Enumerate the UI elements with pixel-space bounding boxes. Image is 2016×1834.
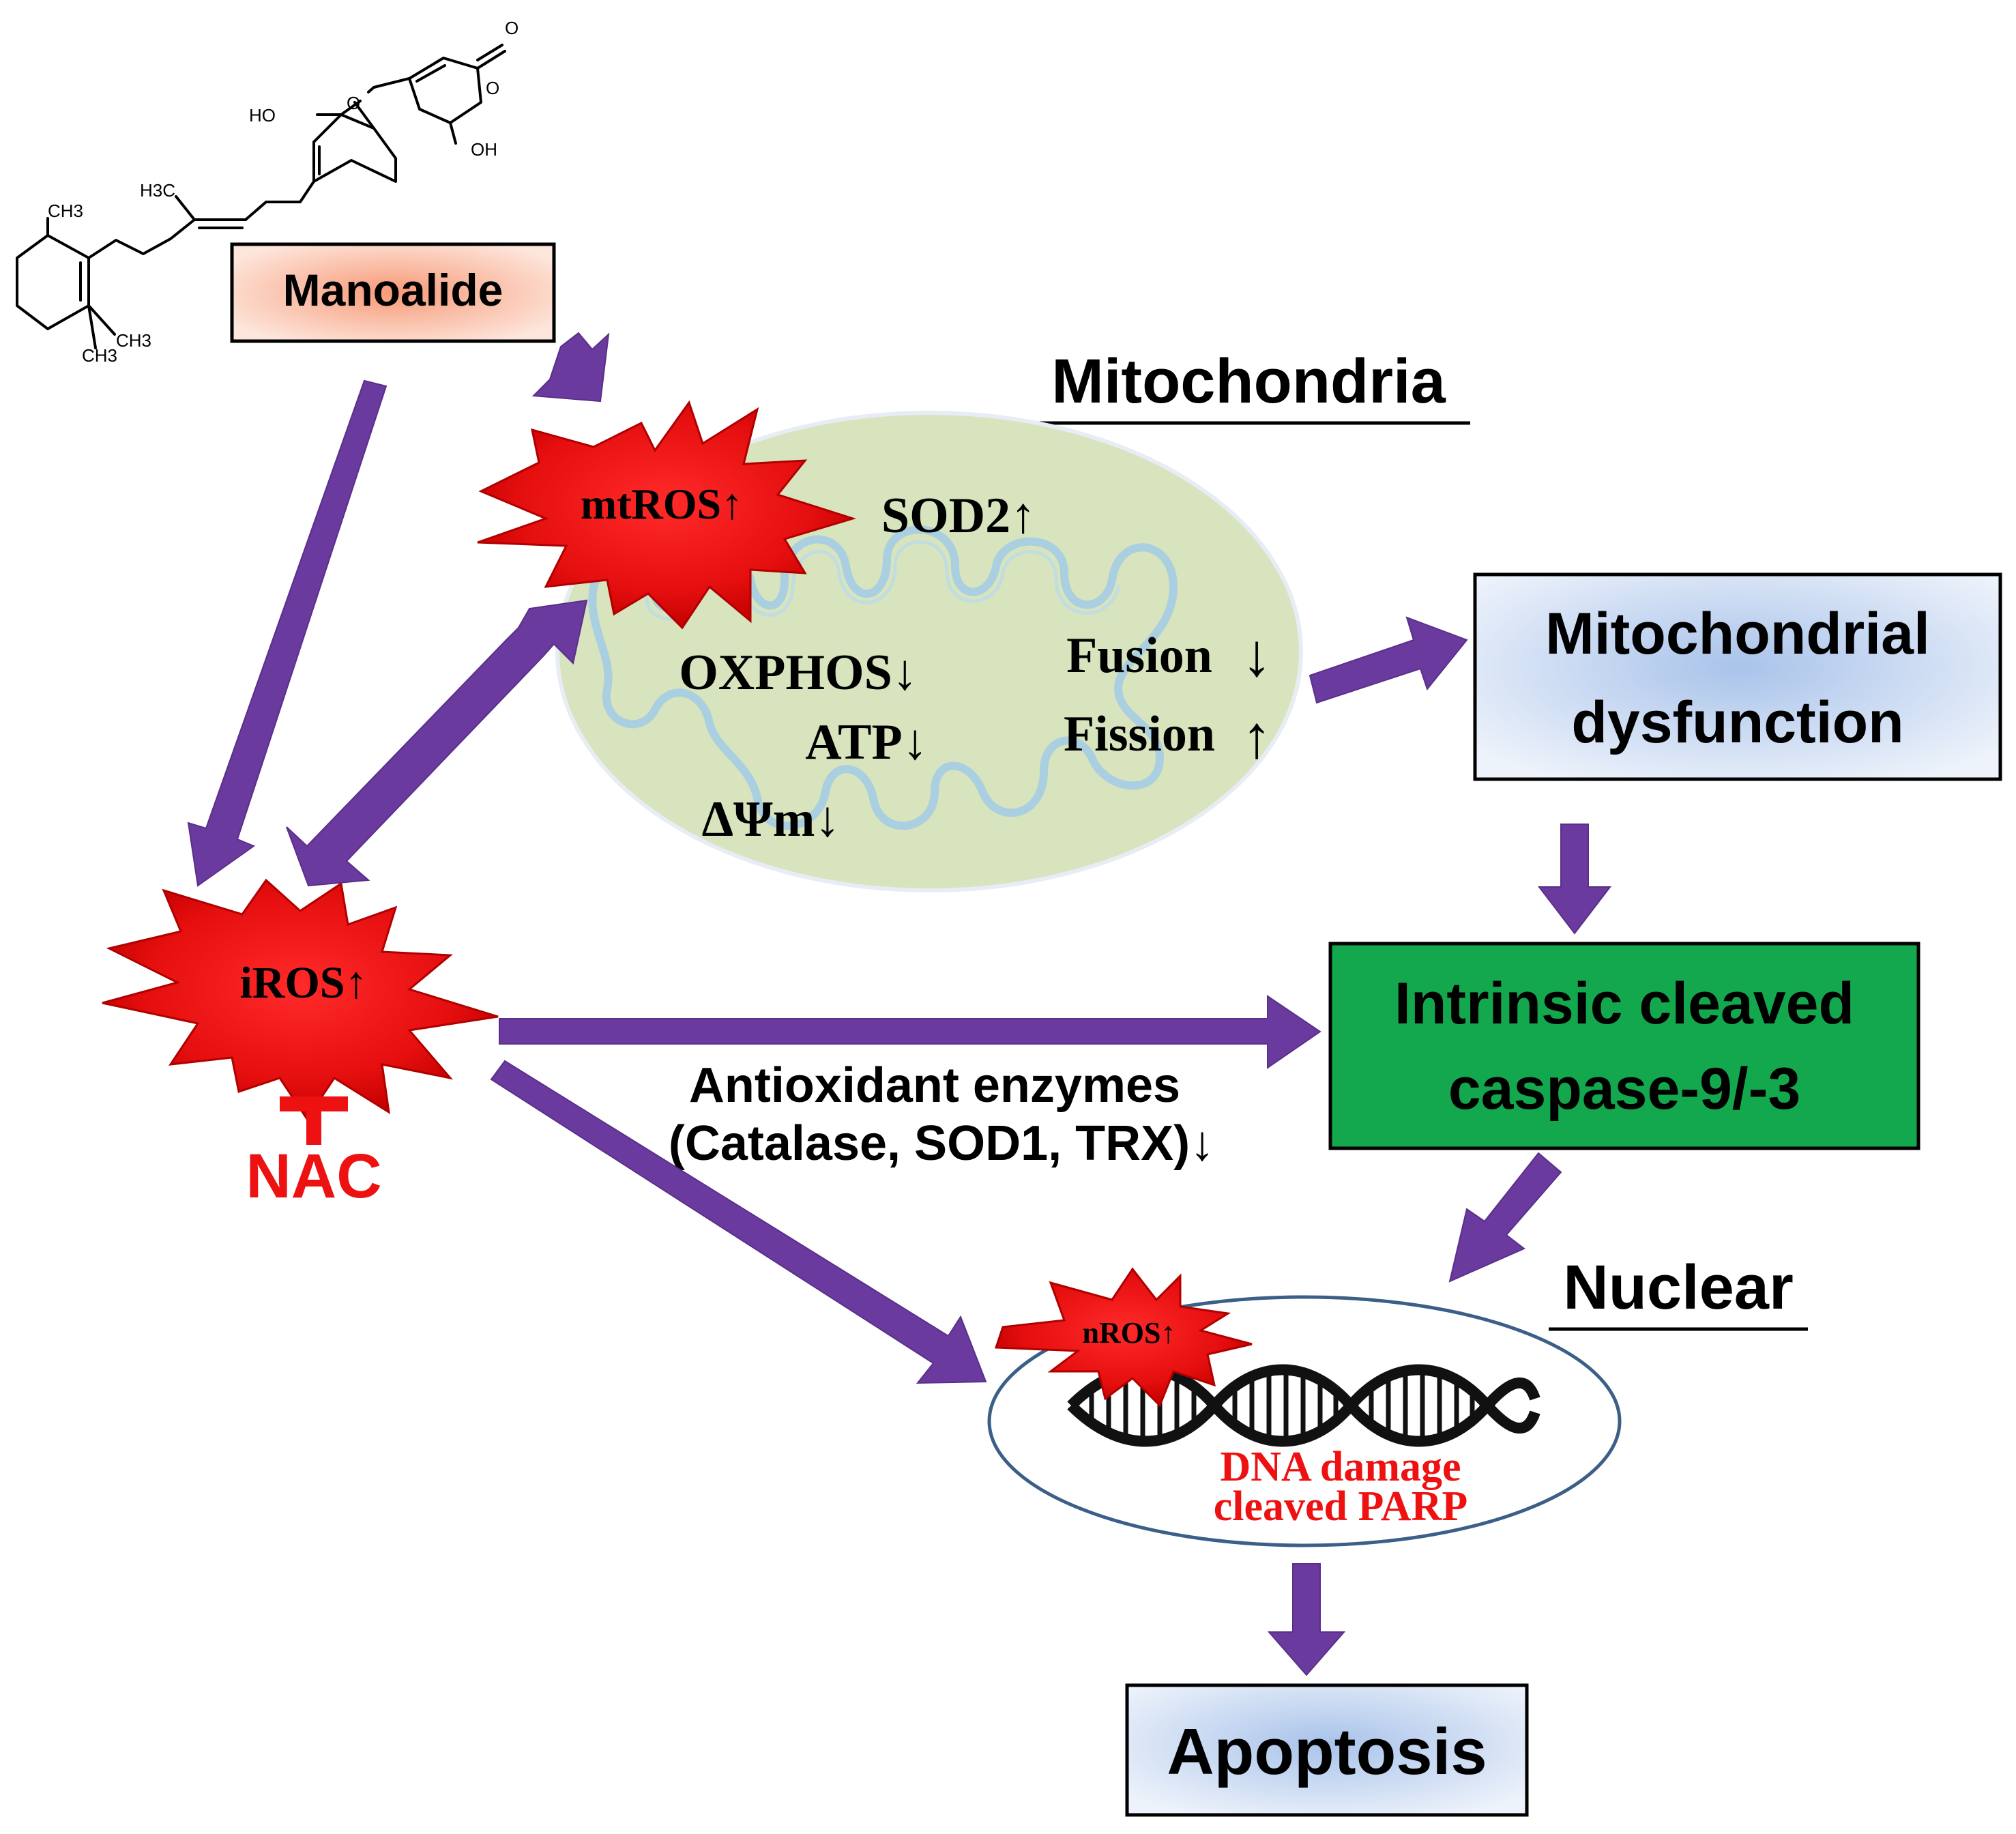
apoptosis-box (1125, 1683, 1529, 1817)
mito-dysfunction-line1: Mitochondrial (1545, 601, 1930, 667)
sod2-label: SOD2↑ (881, 488, 1036, 544)
nros-burst (994, 1267, 1253, 1408)
manoalide-box (230, 242, 556, 343)
manoalide-label: Manoalide (283, 265, 503, 315)
methyl-gem-right-label: CH3 (116, 330, 151, 351)
fusion-label: Fusion (1066, 628, 1212, 684)
nac-label: NAC (246, 1141, 381, 1211)
arrow-dysfunction-to-caspase (1537, 824, 1612, 935)
mito-dysfunction-line2: dysfunction (1571, 690, 1903, 755)
fusion-down-arrow: ↓ (1242, 623, 1272, 689)
oxphos-label: OXPHOS↓ (679, 645, 917, 701)
arrow-iros-to-caspase (499, 995, 1321, 1069)
antioxidant-line1: Antioxidant enzymes (689, 1058, 1180, 1113)
mtros-label: mtROS↑ (581, 480, 743, 528)
cleaved-parp-label: cleaved PARP (1214, 1483, 1467, 1530)
mtros-burst (477, 400, 857, 630)
fission-up-arrow: ↑ (1242, 705, 1272, 771)
dna-damage-label: DNA damage (1220, 1444, 1461, 1490)
iros-burst (102, 878, 499, 1121)
methyl-top-label: CH3 (48, 201, 83, 221)
arrows (187, 332, 1612, 1676)
arrow-mito-to-dysfunction (1309, 616, 1468, 704)
fission-label: Fission (1064, 706, 1215, 762)
arrow-manoalide-to-mito (531, 332, 610, 403)
methyl-gem-down-label: CH3 (82, 345, 117, 366)
manoalide-structure (16, 44, 506, 349)
nuclear-title: Nuclear (1563, 1253, 1794, 1322)
caspase-line2: caspase-9/-3 (1448, 1056, 1800, 1122)
caspase-line1: Intrinsic cleaved (1394, 971, 1854, 1036)
arrow-caspase-to-nucleus (1448, 1152, 1562, 1283)
hydroxyl-top-label: HO (249, 105, 276, 126)
nac-inhibition-bar (280, 1096, 348, 1145)
nros-label: nROS↑ (1083, 1316, 1176, 1350)
caspase-box (1328, 942, 1920, 1150)
carbonyl-oxygen-label: O (505, 18, 518, 38)
atp-label: ATP↓ (805, 714, 928, 770)
arrow-manoalide-to-iros (187, 379, 388, 887)
hydroxyl-bottom-label: OH (471, 139, 497, 160)
mito-dysfunction-box (1473, 572, 2002, 781)
arrow-nucleus-to-apoptosis (1267, 1563, 1346, 1676)
membrane-potential-label: ΔΨm↓ (702, 791, 841, 847)
structure-labels: HO OH O O O CH3 H3C CH3 CH3 (48, 18, 518, 366)
ring-oxygen-label: O (347, 93, 360, 113)
arrow-iros-mtros-double (286, 599, 588, 887)
iros-label: iROS↑ (239, 958, 367, 1008)
mitochondria-title: Mitochondria (1051, 347, 1446, 416)
arrow-iros-to-nucleus (490, 1060, 987, 1384)
antioxidant-line2: (Catalase, SOD1, TRX)↓ (669, 1116, 1214, 1171)
methyl-middle-label: H3C (140, 180, 175, 201)
apoptosis-label: Apoptosis (1167, 1715, 1487, 1788)
lactone-oxygen-label: O (486, 78, 499, 98)
